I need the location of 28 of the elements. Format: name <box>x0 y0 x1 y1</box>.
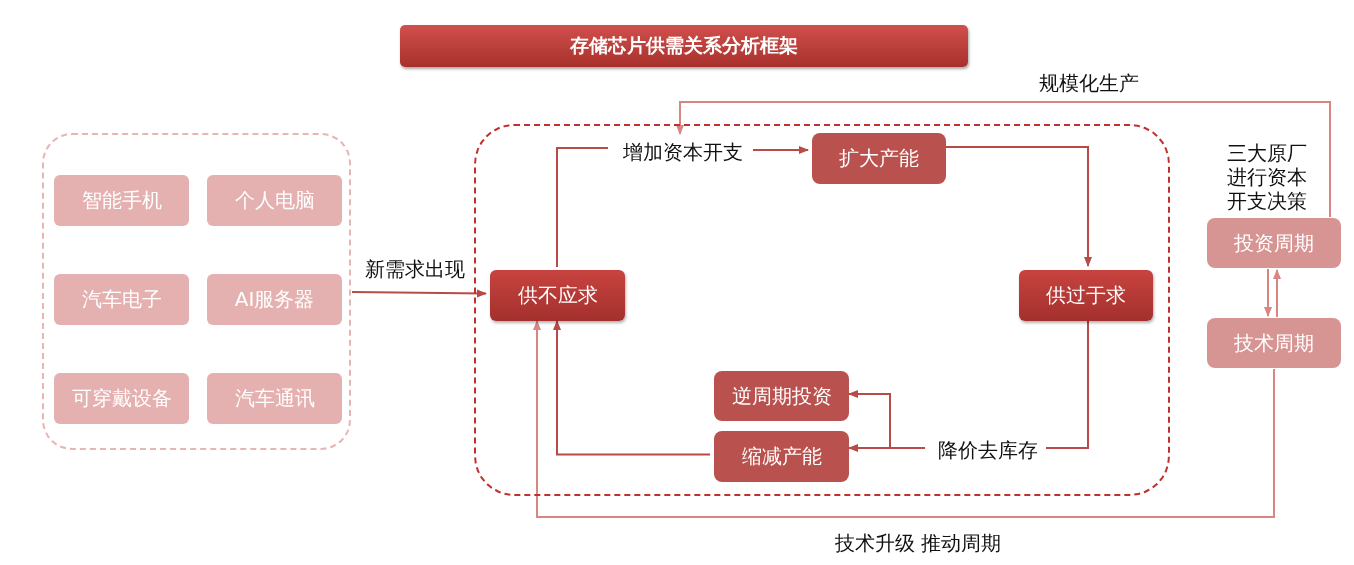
device-box: 个人电脑 <box>207 175 342 226</box>
cycle-box: 投资周期 <box>1207 218 1341 268</box>
step-text: 增加资本开支 <box>623 138 743 166</box>
title-banner: 存储芯片供需关系分析框架 <box>400 25 968 67</box>
arrow <box>351 289 487 298</box>
device-box: 汽车通讯 <box>207 373 342 424</box>
arrow <box>1273 269 1281 318</box>
step-text: 降价去库存 <box>938 436 1038 464</box>
device-box: 智能手机 <box>54 175 189 226</box>
device-box: 汽车电子 <box>54 274 189 325</box>
process-box: 扩大产能 <box>812 133 946 184</box>
device-box: AI服务器 <box>207 274 342 325</box>
device-group <box>42 133 351 450</box>
arrow <box>676 101 1331 218</box>
arrow <box>1264 268 1272 317</box>
arrow <box>848 444 926 452</box>
arrow <box>533 320 1275 518</box>
device-box: 可穿戴设备 <box>54 373 189 424</box>
cycle-frame <box>474 124 1170 496</box>
note-text: 三大原厂进行资本开支决策 <box>1227 141 1308 213</box>
arrow <box>553 320 711 456</box>
state-box: 供不应求 <box>490 270 625 321</box>
process-box: 缩减产能 <box>714 431 849 482</box>
arrow <box>752 146 809 154</box>
state-box: 供过于求 <box>1019 270 1153 321</box>
process-box: 逆周期投资 <box>714 371 849 421</box>
cycle-box: 技术周期 <box>1207 318 1341 368</box>
arrow <box>944 146 1092 267</box>
